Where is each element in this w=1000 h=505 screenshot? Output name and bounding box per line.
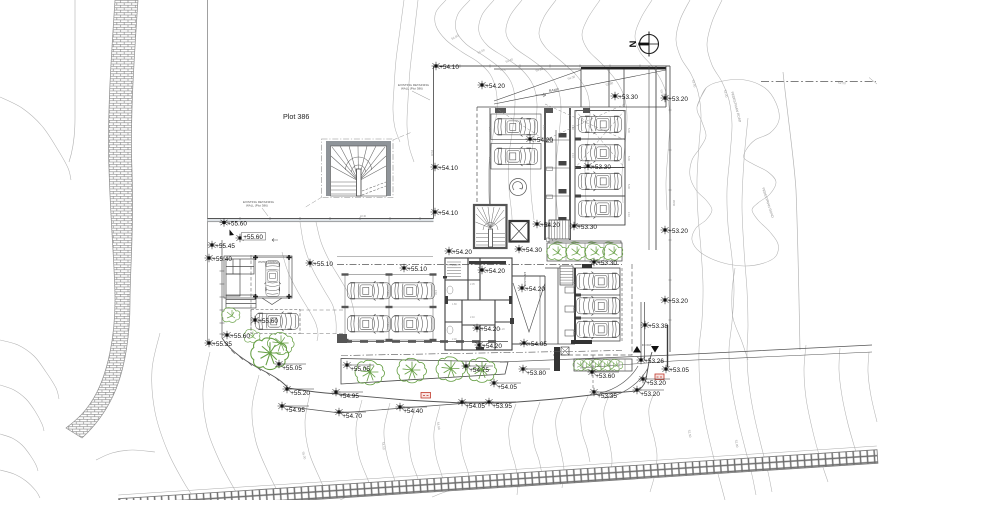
svg-text:2.00: 2.00 bbox=[452, 338, 457, 341]
svg-text:VISITOR PARKING: VISITOR PARKING bbox=[258, 261, 279, 264]
svg-text:+55.10: +55.10 bbox=[407, 266, 427, 273]
svg-text:2.40: 2.40 bbox=[571, 153, 574, 158]
svg-text:+53.20: +53.20 bbox=[668, 96, 688, 103]
svg-text:54.40: 54.40 bbox=[505, 57, 514, 64]
svg-text:1.40: 1.40 bbox=[452, 264, 457, 267]
svg-text:54.80: 54.80 bbox=[451, 34, 460, 41]
svg-text:5.00: 5.00 bbox=[488, 127, 491, 132]
svg-text:+55.20: +55.20 bbox=[290, 390, 310, 397]
svg-text:+55.05: +55.05 bbox=[350, 366, 370, 373]
svg-text:N: N bbox=[628, 40, 639, 47]
svg-text:53.40: 53.40 bbox=[691, 79, 697, 88]
svg-text:+54.20: +54.20 bbox=[482, 343, 502, 350]
svg-text:54.60: 54.60 bbox=[477, 48, 486, 55]
svg-text:+54.95: +54.95 bbox=[339, 393, 359, 400]
svg-text:+54.05: +54.05 bbox=[527, 341, 547, 348]
svg-text:5.00: 5.00 bbox=[627, 184, 630, 189]
svg-text:+54.10: +54.10 bbox=[439, 64, 459, 71]
svg-text:22.40: 22.40 bbox=[360, 215, 367, 218]
svg-text:54.20: 54.20 bbox=[535, 66, 544, 73]
svg-text:5.00: 5.00 bbox=[488, 157, 491, 162]
svg-text:55.00: 55.00 bbox=[301, 451, 307, 460]
svg-text:5.00: 5.00 bbox=[627, 156, 630, 161]
svg-text:+54.05: +54.05 bbox=[465, 403, 485, 410]
svg-text:+53.35: +53.35 bbox=[597, 393, 617, 400]
svg-text:+53.20: +53.20 bbox=[668, 228, 688, 235]
svg-text:52.00: 52.00 bbox=[734, 439, 739, 448]
svg-text:2.05: 2.05 bbox=[470, 283, 475, 286]
svg-text:+54.20: +54.20 bbox=[480, 326, 500, 333]
svg-text:+54.05: +54.05 bbox=[497, 384, 517, 391]
svg-text:+55.60: +55.60 bbox=[243, 234, 263, 241]
svg-text:+54.20: +54.20 bbox=[485, 83, 505, 90]
svg-text:+54.20: +54.20 bbox=[533, 137, 553, 144]
svg-text:EXISTING RETAINING: EXISTING RETAINING bbox=[398, 83, 430, 87]
svg-text:53.60: 53.60 bbox=[659, 89, 666, 98]
svg-text:+54.20: +54.20 bbox=[540, 222, 560, 229]
svg-text:+55.60: +55.60 bbox=[258, 318, 278, 325]
svg-text:+53.20: +53.20 bbox=[668, 298, 688, 305]
svg-text:2.30: 2.30 bbox=[434, 290, 437, 295]
svg-text:54.00: 54.00 bbox=[567, 75, 576, 81]
svg-text:+53.80: +53.80 bbox=[526, 370, 546, 377]
svg-text:+53.30: +53.30 bbox=[597, 260, 617, 267]
svg-text:+55.35: +55.35 bbox=[212, 341, 232, 348]
svg-text:EXISTING RETAINING: EXISTING RETAINING bbox=[243, 200, 275, 204]
svg-text:+55.05: +55.05 bbox=[282, 365, 302, 372]
svg-text:+55.45: +55.45 bbox=[215, 243, 235, 250]
svg-text:+54.10: +54.10 bbox=[438, 165, 458, 172]
svg-text:2.40: 2.40 bbox=[627, 212, 630, 217]
svg-text:+54.10: +54.10 bbox=[438, 210, 458, 217]
svg-text:52.50: 52.50 bbox=[687, 429, 692, 438]
svg-text:4.80: 4.80 bbox=[572, 282, 575, 287]
svg-text:+53.30: +53.30 bbox=[577, 224, 597, 231]
svg-text:54.50: 54.50 bbox=[381, 442, 386, 450]
svg-text:+54.30: +54.30 bbox=[522, 247, 542, 254]
svg-text:+54.95: +54.95 bbox=[285, 407, 305, 414]
svg-text:+55.40: +55.40 bbox=[212, 256, 232, 263]
svg-text:+54.20: +54.20 bbox=[525, 286, 545, 293]
svg-text:4.80: 4.80 bbox=[571, 125, 574, 130]
svg-text:WALL (Plot 386): WALL (Plot 386) bbox=[401, 87, 423, 91]
svg-text:+55.10: +55.10 bbox=[313, 261, 333, 268]
svg-text:+53.30: +53.30 bbox=[591, 164, 611, 171]
svg-text:+53.26: +53.26 bbox=[644, 358, 664, 365]
svg-text:15.20: 15.20 bbox=[430, 150, 433, 157]
svg-text:1.20: 1.20 bbox=[500, 328, 505, 331]
svg-text:2.40: 2.40 bbox=[470, 316, 475, 319]
svg-text:+55.60: +55.60 bbox=[227, 221, 247, 228]
svg-text:+53.38: +53.38 bbox=[648, 323, 668, 330]
svg-text:54.00: 54.00 bbox=[436, 422, 441, 430]
svg-text:WALL (Plot 386): WALL (Plot 386) bbox=[246, 204, 268, 208]
svg-text:53.80: 53.80 bbox=[605, 81, 614, 87]
svg-text:+53.60: +53.60 bbox=[595, 373, 615, 380]
svg-text:+54.75: +54.75 bbox=[469, 367, 489, 374]
svg-text:4.80: 4.80 bbox=[386, 322, 389, 327]
svg-text:Plot 386: Plot 386 bbox=[283, 112, 309, 121]
svg-text:+55.60: +55.60 bbox=[230, 333, 250, 340]
svg-text:+54.20: +54.20 bbox=[452, 249, 472, 256]
svg-text:52.50: 52.50 bbox=[838, 81, 846, 85]
svg-text:IN / OUT: IN / OUT bbox=[642, 344, 652, 347]
svg-text:35.96: 35.96 bbox=[500, 69, 507, 72]
svg-text:+54.20: +54.20 bbox=[485, 268, 505, 275]
svg-text:+54.70: +54.70 bbox=[342, 413, 362, 420]
svg-text:4.80: 4.80 bbox=[572, 330, 575, 335]
svg-text:2.40: 2.40 bbox=[572, 308, 575, 313]
svg-text:+53.05: +53.05 bbox=[669, 367, 689, 374]
svg-text:5.00: 5.00 bbox=[627, 128, 630, 133]
svg-text:RAMP: RAMP bbox=[549, 88, 560, 93]
svg-text:1.80: 1.80 bbox=[452, 303, 457, 306]
svg-text:+53.20: +53.20 bbox=[640, 391, 660, 398]
svg-text:ENTRANCE: ENTRANCE bbox=[523, 272, 527, 287]
svg-text:28.50: 28.50 bbox=[672, 200, 675, 207]
svg-text:2.40: 2.40 bbox=[542, 125, 545, 130]
svg-text:53.20: 53.20 bbox=[723, 89, 729, 98]
svg-text:4.80: 4.80 bbox=[386, 290, 389, 295]
svg-text:+53.20: +53.20 bbox=[646, 380, 666, 387]
svg-text:+53.95: +53.95 bbox=[492, 403, 512, 410]
svg-text:+54.40: +54.40 bbox=[403, 408, 423, 415]
svg-text:+53.30: +53.30 bbox=[618, 94, 638, 101]
